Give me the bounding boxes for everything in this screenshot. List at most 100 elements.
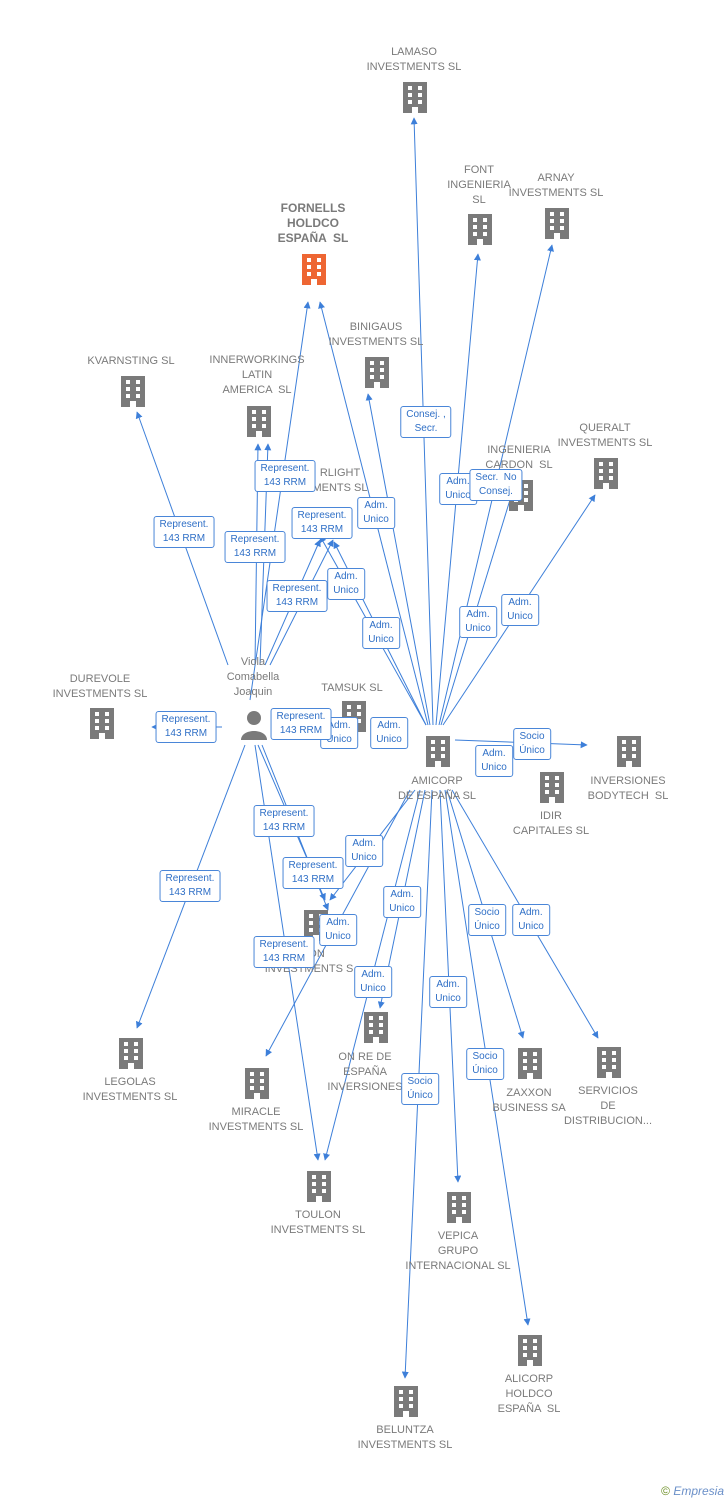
company-label: RLIGHT MENTS SL (312, 467, 368, 494)
building-icon (447, 1192, 471, 1223)
company-node-beluntza[interactable]: BELUNTZA INVESTMENTS SL (358, 1423, 453, 1453)
edge-label-represent[interactable]: Represent. 143 RRM (253, 936, 315, 968)
edge-label-secr-no-consej[interactable]: Secr. No Consej. (469, 469, 523, 501)
company-node-innerworkings[interactable]: INNERWORKINGS LATIN AMERICA SL (209, 353, 304, 398)
company-label: BELUNTZA INVESTMENTS SL (357, 1424, 453, 1451)
building-icon (594, 458, 618, 489)
company-label: SERVICIOS DE DISTRIBUCION... (563, 1085, 653, 1127)
company-node-miracle[interactable]: MIRACLE INVESTMENTS SL (209, 1105, 304, 1135)
company-label: KVARNSTING SL (87, 355, 175, 367)
edge-label-adm-unico[interactable]: Adm. Unico (512, 904, 550, 936)
company-label: TAMSUK SL (321, 682, 383, 694)
company-node-durevole[interactable]: DUREVOLE INVESTMENTS SL (53, 672, 148, 702)
company-label: VEPICA GRUPO INTERNACIONAL SL (405, 1230, 511, 1272)
edge-label-adm-unico[interactable]: Adm. Unico (357, 497, 395, 529)
company-label: INNERWORKINGS LATIN AMERICA SL (209, 354, 305, 396)
company-node-lamaso[interactable]: LAMASO INVESTMENTS SL (367, 45, 462, 75)
company-node-alicorp[interactable]: ALICORP HOLDCO ESPAÑA SL (498, 1372, 561, 1417)
edge-label-represent[interactable]: Represent. 143 RRM (291, 507, 353, 539)
edge-label-adm-unico[interactable]: Adm. Unico (327, 568, 365, 600)
building-icon (545, 208, 569, 239)
building-icon (597, 1047, 621, 1078)
edge-label-socio-unico[interactable]: Socio Único (468, 904, 506, 936)
company-node-ingenieria-cardon[interactable]: INGENIERIA CARDON SL (485, 443, 552, 473)
company-node-amicorp[interactable]: AMICORP DE ESPAÑA SL (398, 774, 476, 804)
company-label: DUREVOLE INVESTMENTS SL (52, 673, 148, 700)
company-label: IDIR CAPITALES SL (512, 810, 590, 837)
company-label: ARNAY INVESTMENTS SL (508, 172, 604, 199)
edge-label-adm-unico[interactable]: Adm. Unico (345, 835, 383, 867)
company-node-tamsuk[interactable]: TAMSUK SL (321, 681, 383, 696)
building-icon (468, 214, 492, 245)
company-node-arnay[interactable]: ARNAY INVESTMENTS SL (509, 171, 604, 201)
edge-label-adm-unico[interactable]: Adm. Unico (383, 886, 421, 918)
building-icon (307, 1171, 331, 1202)
company-node-binigaus[interactable]: BINIGAUS INVESTMENTS SL (329, 320, 424, 350)
company-node-servicios[interactable]: SERVICIOS DE DISTRIBUCION... (564, 1084, 652, 1129)
company-node-zaxxon[interactable]: ZAXXON BUSINESS SA (492, 1086, 565, 1116)
edge-label-represent[interactable]: Represent. 143 RRM (266, 580, 328, 612)
company-label: FORNELLS HOLDCO ESPAÑA SL (277, 201, 349, 245)
building-icon (518, 1048, 542, 1079)
building-icon (426, 736, 450, 767)
company-node-font[interactable]: FONT INGENIERIA SL (447, 163, 511, 208)
company-node-queralt[interactable]: QUERALT INVESTMENTS SL (558, 421, 653, 451)
company-node-fornells-focus[interactable]: FORNELLS HOLDCO ESPAÑA SL (278, 201, 349, 246)
edge-label-represent[interactable]: Represent. 143 RRM (224, 531, 286, 563)
edge-label-socio-unico[interactable]: Socio Único (513, 728, 551, 760)
building-icon (540, 772, 564, 803)
building-icon (121, 376, 145, 407)
edge-label-adm-unico[interactable]: Adm. Unico (319, 914, 357, 946)
edge-label-represent[interactable]: Represent. 143 RRM (282, 857, 344, 889)
company-node-idir[interactable]: IDIR CAPITALES SL (513, 809, 589, 839)
company-node-vepica[interactable]: VEPICA GRUPO INTERNACIONAL SL (405, 1229, 510, 1274)
building-icon (119, 1038, 143, 1069)
edge-label-adm-unico[interactable]: Adm. Unico (362, 617, 400, 649)
edge-label-adm-unico[interactable]: Adm. Unico (459, 606, 497, 638)
person-node-viola[interactable]: Viola Comabella Joaquin (227, 655, 280, 700)
company-label: ON RE DE ESPAÑA INVERSIONES (327, 1051, 403, 1093)
company-node-toulon[interactable]: TOULON INVESTMENTS SL (271, 1208, 366, 1238)
building-icon-focus (302, 254, 326, 285)
edge-label-adm-unico[interactable]: Adm. Unico (475, 745, 513, 777)
edge-label-adm-unico[interactable]: Adm. Unico (354, 966, 392, 998)
edge-label-socio-unico[interactable]: Socio Único (401, 1073, 439, 1105)
company-node-inversiones-bodytech[interactable]: INVERSIONES BODYTECH SL (588, 774, 669, 804)
company-label: BINIGAUS INVESTMENTS SL (328, 321, 424, 348)
edge-label-adm-unico[interactable]: Adm. Unico (429, 976, 467, 1008)
edge-label-represent[interactable]: Represent. 143 RRM (155, 711, 217, 743)
company-label: ZAXXON BUSINESS SA (492, 1087, 566, 1114)
copyright-symbol: © (661, 1484, 670, 1498)
company-label: INGENIERIA CARDON SL (485, 444, 553, 471)
company-label: ALICORP HOLDCO ESPAÑA SL (497, 1373, 561, 1415)
company-label: MIRACLE INVESTMENTS SL (208, 1106, 304, 1133)
edge-label-adm-unico[interactable]: Adm. Unico (501, 594, 539, 626)
footer-brand[interactable]: © Empresia (661, 1484, 724, 1498)
edge-label-adm-unico[interactable]: Adm. Unico (370, 717, 408, 749)
company-node-kvarnsting[interactable]: KVARNSTING SL (87, 354, 174, 369)
company-node-rlight[interactable]: RLIGHT MENTS SL (312, 466, 367, 496)
company-label: AMICORP DE ESPAÑA SL (397, 775, 477, 802)
edge-label-represent[interactable]: Represent. 143 RRM (153, 516, 215, 548)
building-icon (247, 406, 271, 437)
building-icon (365, 357, 389, 388)
building-icon (245, 1068, 269, 1099)
brand-logo-text: Empresia (673, 1484, 724, 1498)
edge-label-socio-unico[interactable]: Socio Único (466, 1048, 504, 1080)
company-label: LEGOLAS INVESTMENTS SL (82, 1076, 178, 1103)
company-label: INVERSIONES BODYTECH SL (587, 775, 669, 802)
company-node-onre[interactable]: ON RE DE ESPAÑA INVERSIONES (327, 1050, 402, 1095)
edge-label-represent[interactable]: Represent. 143 RRM (253, 805, 315, 837)
building-icon (394, 1386, 418, 1417)
edge-label-represent[interactable]: Represent. 143 RRM (159, 870, 221, 902)
building-icon (518, 1335, 542, 1366)
company-node-legolas[interactable]: LEGOLAS INVESTMENTS SL (83, 1075, 178, 1105)
edge-label-represent[interactable]: Represent. 143 RRM (270, 708, 332, 740)
edge-label-consej-secr[interactable]: Consej. , Secr. (400, 406, 452, 438)
company-label: QUERALT INVESTMENTS SL (557, 422, 653, 449)
company-label: LAMASO INVESTMENTS SL (366, 46, 462, 73)
edge-label-represent[interactable]: Represent. 143 RRM (254, 460, 316, 492)
building-icon (617, 736, 641, 767)
building-icon (90, 708, 114, 739)
person-icon (241, 711, 267, 740)
